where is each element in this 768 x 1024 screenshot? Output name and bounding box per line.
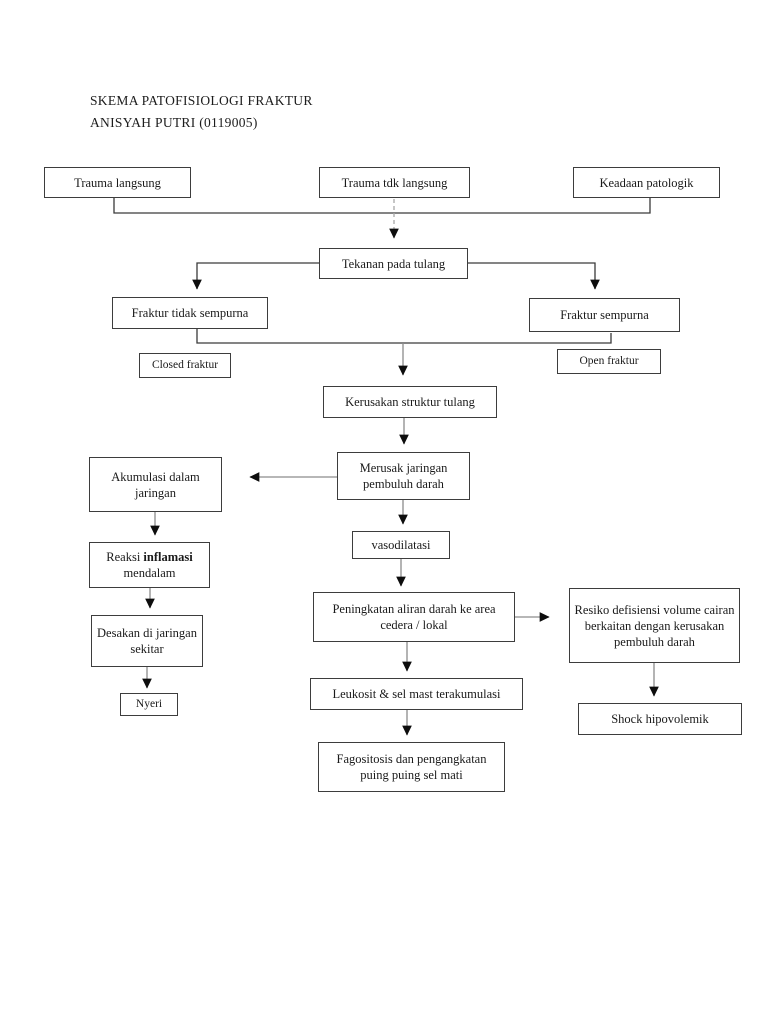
- reaksi-label-line2: mendalam: [123, 566, 176, 580]
- node-vasodilatasi: vasodilatasi: [352, 531, 450, 559]
- node-merusak-jaringan: Merusak jaringan pembuluh darah: [337, 452, 470, 500]
- node-trauma-langsung: Trauma langsung: [44, 167, 191, 198]
- title-line-2: ANISYAH PUTRI (0119005): [90, 115, 258, 130]
- node-open-fraktur: Open fraktur: [557, 349, 661, 374]
- node-closed-fraktur: Closed fraktur: [139, 353, 231, 378]
- node-fraktur-tidak-sempurna: Fraktur tidak sempurna: [112, 297, 268, 329]
- node-fagositosis: Fagositosis dan pengangkatan puing puing…: [318, 742, 505, 792]
- edge-top-bus: [113, 197, 651, 214]
- edge-to-fraktur-tidak-sempurna: [192, 262, 319, 290]
- node-nyeri: Nyeri: [120, 693, 178, 716]
- node-resiko-defisiensi: Resiko defisiensi volume cairan berkaita…: [569, 588, 740, 663]
- node-keadaan-patologik: Keadaan patologik: [573, 167, 720, 198]
- node-desakan-jaringan: Desakan di jaringan sekitar: [91, 615, 203, 667]
- node-peningkatan-aliran-darah: Peningkatan aliran darah ke area cedera …: [313, 592, 515, 642]
- node-shock-hipovolemik: Shock hipovolemik: [578, 703, 742, 735]
- node-tekanan-pada-tulang: Tekanan pada tulang: [319, 248, 468, 279]
- node-reaksi-inflamasi: Reaksi inflamasi mendalam: [89, 542, 210, 588]
- node-akumulasi-dalam-jaringan: Akumulasi dalam jaringan: [89, 457, 222, 512]
- node-fraktur-sempurna: Fraktur sempurna: [529, 298, 680, 332]
- node-trauma-tdk-langsung: Trauma tdk langsung: [319, 167, 470, 198]
- reaksi-label-bold: inflamasi: [143, 550, 193, 564]
- title-line-1: SKEMA PATOFISIOLOGI FRAKTUR: [90, 93, 313, 108]
- edge-to-fraktur-sempurna: [468, 262, 600, 290]
- node-leukosit-sel-mast: Leukosit & sel mast terakumulasi: [310, 678, 523, 710]
- node-kerusakan-struktur-tulang: Kerusakan struktur tulang: [323, 386, 497, 418]
- page-title: SKEMA PATOFISIOLOGI FRAKTUR ANISYAH PUTR…: [90, 90, 313, 134]
- reaksi-label-pre: Reaksi: [106, 550, 141, 564]
